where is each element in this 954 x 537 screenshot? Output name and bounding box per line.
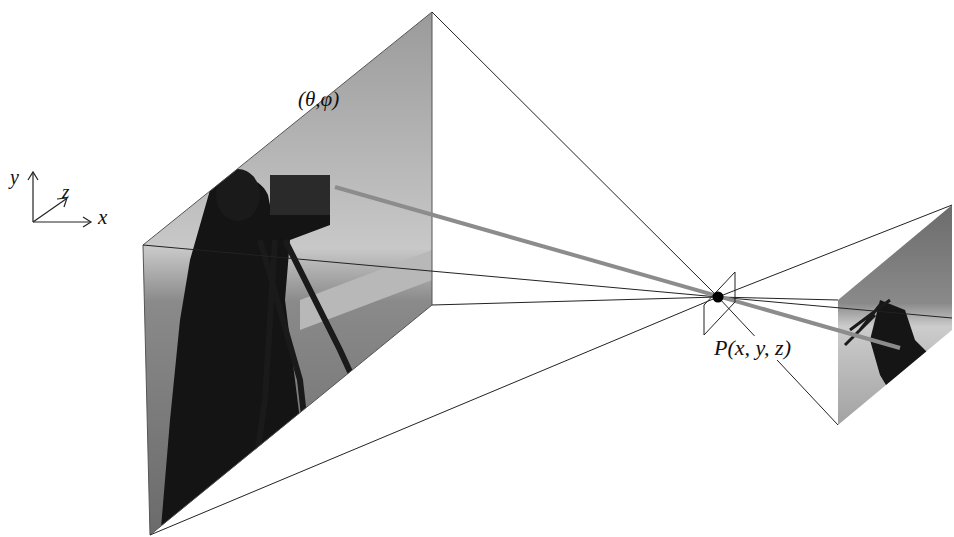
direction-label: (θ,φ) (296, 88, 341, 111)
axes-icon (28, 172, 91, 227)
projection-lines (143, 12, 952, 535)
photo-plane (140, 10, 435, 537)
point-label: P(x, y, z) (712, 336, 793, 360)
axis-label: z (60, 182, 71, 203)
axis-label: x (96, 206, 109, 229)
axis-label: y (8, 166, 21, 188)
light-ray (335, 187, 900, 348)
pinhole-point (713, 292, 724, 303)
pinhole-plane (704, 272, 735, 335)
inverted-image (836, 200, 954, 430)
